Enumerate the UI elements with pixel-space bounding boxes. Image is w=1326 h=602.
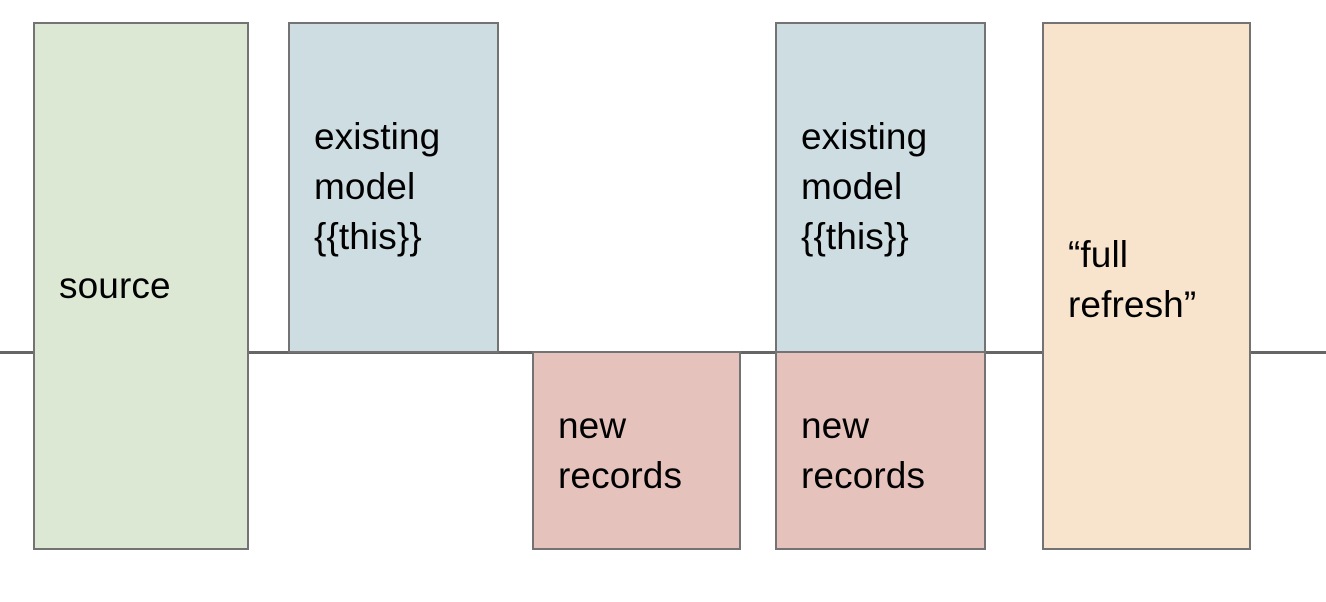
box-existing-model-2-label: existing model {{this}} [801, 116, 928, 257]
box-new-records-2-label: new records [801, 405, 926, 496]
box-full-refresh[interactable]: “full refresh” [1042, 22, 1251, 550]
box-existing-model-1[interactable]: existing model {{this}} [288, 22, 499, 353]
box-new-records-1[interactable]: new records [532, 351, 741, 550]
box-source-label: source [59, 265, 171, 306]
box-full-refresh-label: “full refresh” [1068, 234, 1197, 325]
box-new-records-1-label: new records [558, 405, 683, 496]
box-existing-model-2[interactable]: existing model {{this}} [775, 22, 986, 353]
box-source[interactable]: source [33, 22, 249, 550]
box-new-records-2[interactable]: new records [775, 351, 986, 550]
box-existing-model-1-label: existing model {{this}} [314, 116, 441, 257]
